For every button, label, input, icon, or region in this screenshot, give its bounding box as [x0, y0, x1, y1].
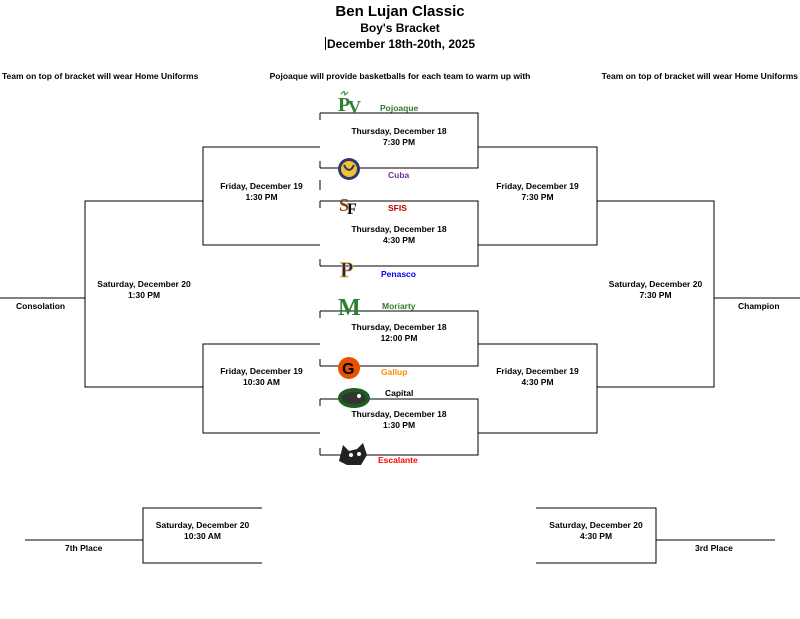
- r1-4-box: [320, 398, 479, 456]
- svg-text:F: F: [347, 201, 357, 216]
- team-name: Penasco: [381, 269, 416, 279]
- cons-top-box: [202, 146, 320, 246]
- team-name: Capital: [385, 388, 414, 398]
- penasco-logo-icon: P: [337, 256, 361, 283]
- cons-bot-box: [202, 343, 320, 434]
- basketball-note: Pojoaque will provide basketballs for ea…: [269, 71, 531, 81]
- left-uniform-note: Team on top of bracket will wear Home Un…: [2, 71, 199, 81]
- team-name: Escalante: [378, 455, 418, 465]
- right-uniform-note: Team on top of bracket will wear Home Un…: [601, 71, 798, 81]
- champion-label: Champion: [738, 301, 780, 311]
- r1-top-box: [320, 112, 479, 169]
- consolation-box: [84, 200, 203, 388]
- svg-text:S: S: [339, 195, 349, 215]
- team-name: Gallup: [381, 367, 408, 377]
- bracket-dates: December 18th-20th, 2025: [324, 37, 476, 51]
- bracket-subtitle: Boy's Bracket: [360, 21, 440, 35]
- svg-text:V: V: [348, 97, 361, 115]
- svg-text:P: P: [340, 257, 353, 280]
- seventh-box: [142, 507, 262, 564]
- team-name: Pojoaque: [380, 103, 419, 113]
- seventh-place-label: 7th Place: [65, 543, 103, 553]
- team-name: Cuba: [388, 170, 410, 180]
- page-title: Ben Lujan Classic: [335, 3, 465, 20]
- semi-bot-box: [478, 343, 598, 434]
- third-box: [536, 507, 657, 564]
- escalante-wolf-logo-icon: [337, 441, 371, 465]
- svg-text:M: M: [338, 295, 361, 317]
- third-place-label: 3rd Place: [695, 543, 733, 553]
- team-name: SFIS: [388, 203, 407, 213]
- svg-text:G: G: [342, 361, 354, 378]
- capital-jaguar-logo-icon: [337, 386, 371, 410]
- consolation-label: Consolation: [16, 301, 66, 311]
- gallup-logo-icon: G: [337, 356, 361, 380]
- r1-3-box: [320, 310, 479, 367]
- r1-2-box: [320, 200, 479, 267]
- team-name: Moriarty: [382, 301, 416, 311]
- semi-top-box: [478, 146, 598, 246]
- moriarty-logo-icon: M: [337, 293, 361, 321]
- cuba-ram-logo-icon: [337, 157, 361, 181]
- championship-box: [597, 200, 715, 388]
- svg-text:P: P: [338, 94, 350, 115]
